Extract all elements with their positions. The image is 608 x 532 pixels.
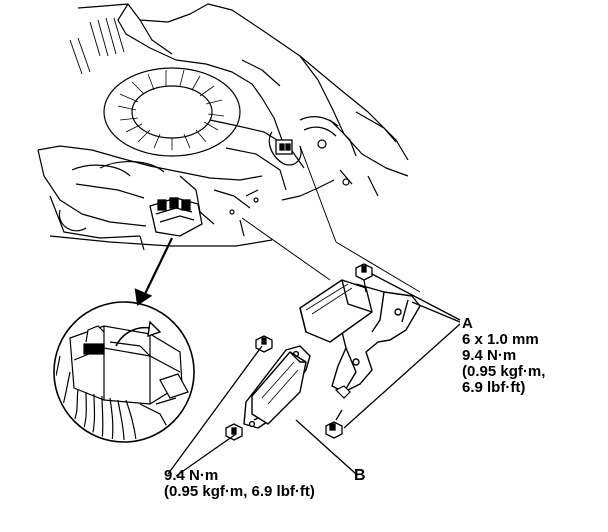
- callout-a-torque-nm: 9.4 N·m: [462, 347, 517, 364]
- callout-b-torque-nm: 9.4 N·m: [164, 467, 219, 484]
- callout-a-torque-kgf: (0.95 kgf·m,: [462, 363, 546, 380]
- callout-a-torque-lbf: 6.9 lbf·ft): [462, 379, 526, 396]
- bolt-b-lower: [225, 423, 243, 441]
- detail-pointer-arrow: [134, 237, 173, 306]
- callout-b-torque-imperial: (0.95 kgf·m, 6.9 lbf·ft): [164, 483, 315, 500]
- callout-leader-lines: [167, 273, 461, 477]
- bolt-a-side: [334, 385, 351, 399]
- control-unit-b: [243, 345, 311, 429]
- callout-a: A 6 x 1.0 mm 9.4 N·m (0.95 kgf·m, 6.9 lb…: [462, 316, 545, 396]
- callout-b-letter: B: [354, 467, 366, 484]
- bolt-a-upper: [355, 263, 373, 293]
- callout-b-torque: 9.4 N·m (0.95 kgf·m, 6.9 lbf·ft): [164, 468, 315, 500]
- bolt-a-lower: [325, 409, 343, 439]
- callout-b: B: [354, 468, 366, 484]
- dash-connector: [149, 197, 203, 237]
- dashboard-assembly: [37, 3, 409, 251]
- callout-a-letter: A: [462, 315, 473, 332]
- location-leader-lines: [241, 145, 421, 293]
- connector-detail-view: [53, 301, 195, 443]
- control-unit-a: [299, 279, 421, 393]
- bolt-b-upper: [255, 335, 273, 353]
- harness-connector: [268, 115, 339, 166]
- callout-a-bolt-size: 6 x 1.0 mm: [462, 331, 539, 348]
